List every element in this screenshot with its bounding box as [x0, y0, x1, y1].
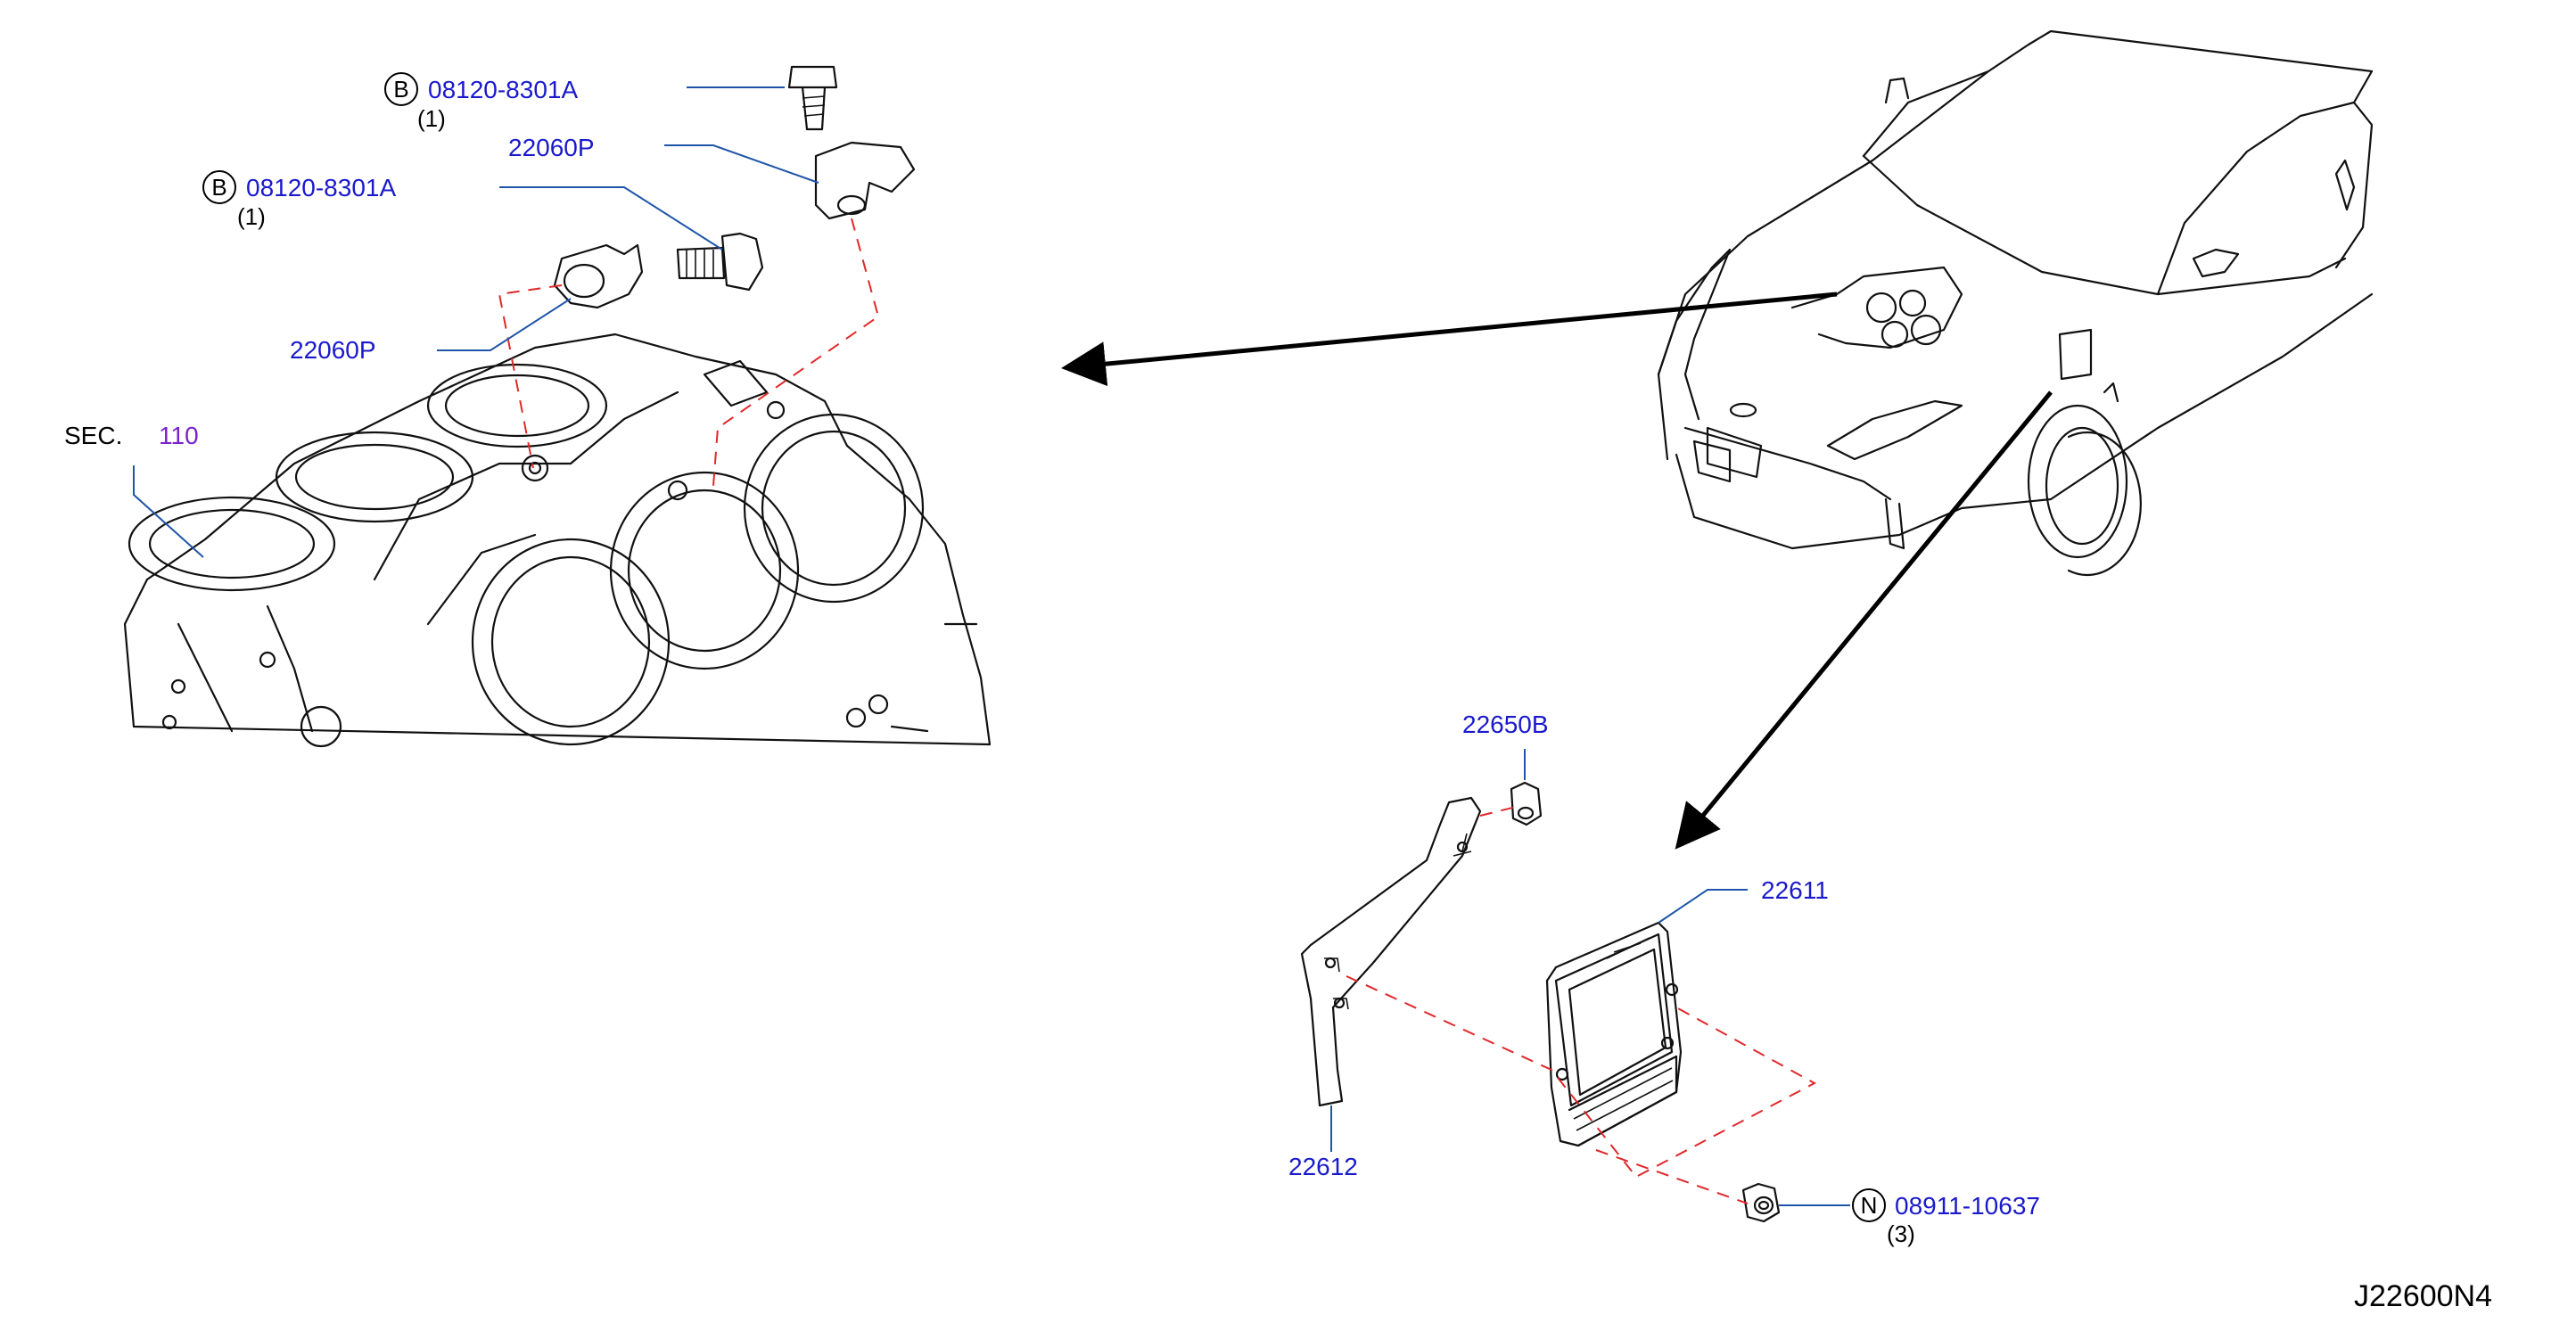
callout-prefix: B: [393, 76, 408, 103]
bracket-nut-illustration: [1510, 781, 1543, 826]
knock-sensor-low-illustration: [553, 232, 764, 309]
quantity-label: (1): [417, 105, 446, 132]
engine-block-illustration: [123, 333, 992, 748]
callout-ecm-bracket[interactable]: 22612: [1288, 1105, 1358, 1180]
dash-guide-nut: [1595, 1149, 1749, 1204]
diagram-id: J22600N4: [2354, 1279, 2492, 1313]
part-number-label[interactable]: 08120-8301A: [246, 174, 396, 201]
dash-guide-top: [712, 218, 880, 487]
ecm-bracket-illustration: [1300, 796, 1482, 1107]
callout-knock-sensor-low[interactable]: 22060P: [290, 298, 572, 364]
quantity-label: (1): [237, 203, 266, 230]
dash-guide-bracket: [1479, 806, 1517, 817]
callout-bolt-top[interactable]: B 08120-8301A (1): [384, 72, 785, 132]
arrow-to-ecm: [1675, 390, 2053, 850]
part-number-label[interactable]: 22611: [1761, 876, 1829, 904]
section-label: SEC.: [64, 422, 122, 449]
callout-knock-sensor-top[interactable]: 22060P: [508, 134, 819, 184]
section-ref-link[interactable]: 110: [159, 422, 199, 449]
prefix-circle: [384, 72, 418, 106]
quantity-label: (3): [1887, 1220, 1915, 1247]
part-number-label[interactable]: 22060P: [290, 336, 376, 364]
part-number-label[interactable]: 22612: [1288, 1153, 1358, 1180]
part-number-label[interactable]: 22650B: [1462, 711, 1549, 738]
prefix-circle: [202, 170, 236, 204]
callout-ecm-bracket-nut[interactable]: 22650B: [1462, 711, 1549, 780]
knock-sensor-top-illustration: [787, 65, 916, 220]
callout-prefix: B: [211, 174, 226, 201]
part-number-label[interactable]: 08911-10637: [1895, 1192, 2040, 1220]
prefix-circle: [1852, 1188, 1886, 1222]
dash-guide-low: [498, 284, 563, 469]
part-number-label[interactable]: 08120-8301A: [428, 76, 578, 103]
ecm-nut-illustration: [1741, 1182, 1781, 1223]
callout-bolt-mid[interactable]: B 08120-8301A (1): [202, 170, 723, 251]
arrow-to-engine: [1061, 292, 1838, 387]
car-illustration: [1657, 29, 2374, 577]
callout-ecm[interactable]: 22611: [1658, 876, 1829, 924]
callout-ecm-nut[interactable]: N 08911-10637 (3): [1779, 1188, 2040, 1247]
callout-prefix: N: [1861, 1192, 1878, 1219]
callout-engine-block[interactable]: SEC. 110: [64, 422, 204, 558]
dash-guide-ecm: [1346, 975, 1817, 1179]
ecm-illustration: [1545, 921, 1683, 1147]
part-number-label[interactable]: 22060P: [508, 134, 595, 161]
